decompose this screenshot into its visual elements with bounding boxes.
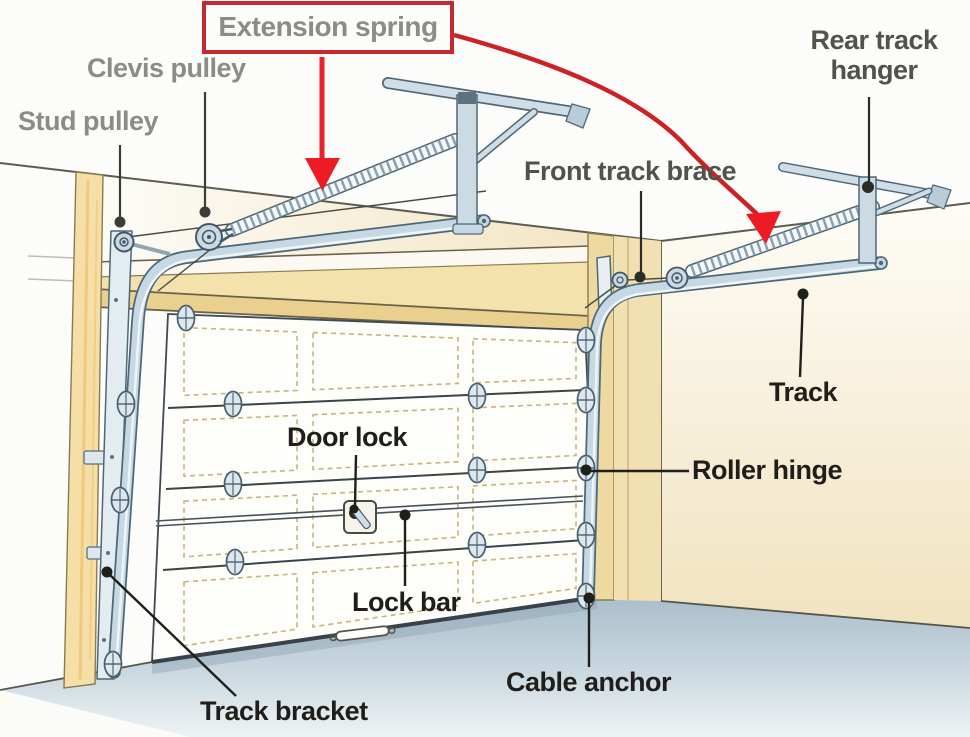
door-panel-recess	[312, 407, 459, 471]
label-track-bracket: Track bracket	[200, 696, 368, 726]
rear-track-hanger-left	[382, 77, 591, 235]
pointer-front-track-brace	[634, 191, 646, 283]
door-panel-recess	[183, 414, 298, 477]
pointer-rear-track-hanger	[862, 97, 874, 193]
label-stud-pulley: Stud pulley	[18, 106, 159, 136]
stud-pulley-graphic	[113, 231, 171, 256]
door-panel-recess	[472, 552, 577, 605]
label-front-track-brace: Front track brace	[524, 156, 737, 186]
door-panel-recess	[312, 561, 459, 628]
label-door-lock: Door lock	[287, 422, 408, 452]
label-roller-hinge: Roller hinge	[692, 455, 843, 485]
roller-hinge-graphic	[576, 521, 596, 549]
label-lock-bar: Lock bar	[352, 587, 461, 617]
clevis-pulley-graphic	[195, 223, 234, 251]
rear-track-hanger-right	[778, 162, 952, 264]
door-panel-recess	[183, 494, 298, 558]
red-annotation-arrows	[305, 32, 781, 244]
pointer-door-lock	[349, 454, 359, 514]
roller-hinge-graphic	[110, 486, 130, 514]
left-wall-lines	[27, 255, 77, 282]
label-cable-anchor: Cable anchor	[506, 667, 672, 697]
lift-cables	[127, 190, 669, 309]
label-rear-track-hanger: Rear track hanger	[810, 25, 938, 85]
pointer-stud-pulley	[114, 145, 126, 228]
door-panel-recess	[472, 337, 577, 384]
red-arrowhead-left	[305, 158, 340, 191]
door-panel-recess	[472, 479, 577, 537]
right-wall	[661, 202, 970, 628]
door-handle	[329, 625, 396, 642]
pointer-roller-hinge	[580, 464, 689, 476]
left-track	[107, 214, 491, 679]
roller-hinges	[103, 304, 596, 678]
door-panel-recess	[183, 326, 298, 397]
left-jamb	[63, 171, 104, 689]
door-panel-recess	[183, 572, 298, 647]
pointer-clevis-pulley	[199, 92, 211, 218]
floor	[0, 597, 970, 737]
label-clevis-pulley: Clevis pulley	[87, 53, 246, 83]
header-wall	[94, 174, 661, 332]
roller-hinge-graphic	[225, 548, 245, 576]
roller-hinge-graphic	[103, 650, 123, 678]
roller-hinge-graphic	[467, 531, 487, 559]
roller-hinge-graphic	[576, 386, 596, 414]
roller-hinge-graphic	[116, 390, 136, 418]
pointer-lines	[101, 92, 874, 697]
roller-hinge-graphic	[467, 456, 487, 484]
roller-hinge-graphic	[176, 304, 196, 332]
front-pulleys-right	[611, 266, 689, 290]
door-panel-recess	[472, 402, 577, 462]
pointer-track-bracket	[101, 566, 237, 697]
extension-spring-left	[225, 133, 462, 237]
red-arrow-curve-right	[453, 32, 759, 216]
extension-spring-right	[685, 200, 880, 278]
pointer-lock-bar	[399, 509, 411, 586]
door-panels	[183, 326, 577, 647]
roller-hinge-graphic	[223, 390, 243, 418]
pointer-track	[797, 288, 809, 378]
label-track: Track	[769, 377, 838, 407]
red-arrowhead-right	[746, 211, 781, 244]
roller-hinge-graphic	[576, 326, 596, 354]
roller-hinge-graphic	[467, 382, 487, 410]
extension-spring-callout-box: Extension spring	[202, 1, 454, 54]
roller-hinge-graphic	[223, 470, 243, 498]
label-extension-spring: Extension spring	[218, 11, 438, 43]
door-panel-recess	[312, 331, 459, 391]
front-wall-base	[0, 690, 190, 737]
pointer-cable-anchor	[583, 592, 595, 667]
door-lock-graphic	[343, 500, 377, 534]
